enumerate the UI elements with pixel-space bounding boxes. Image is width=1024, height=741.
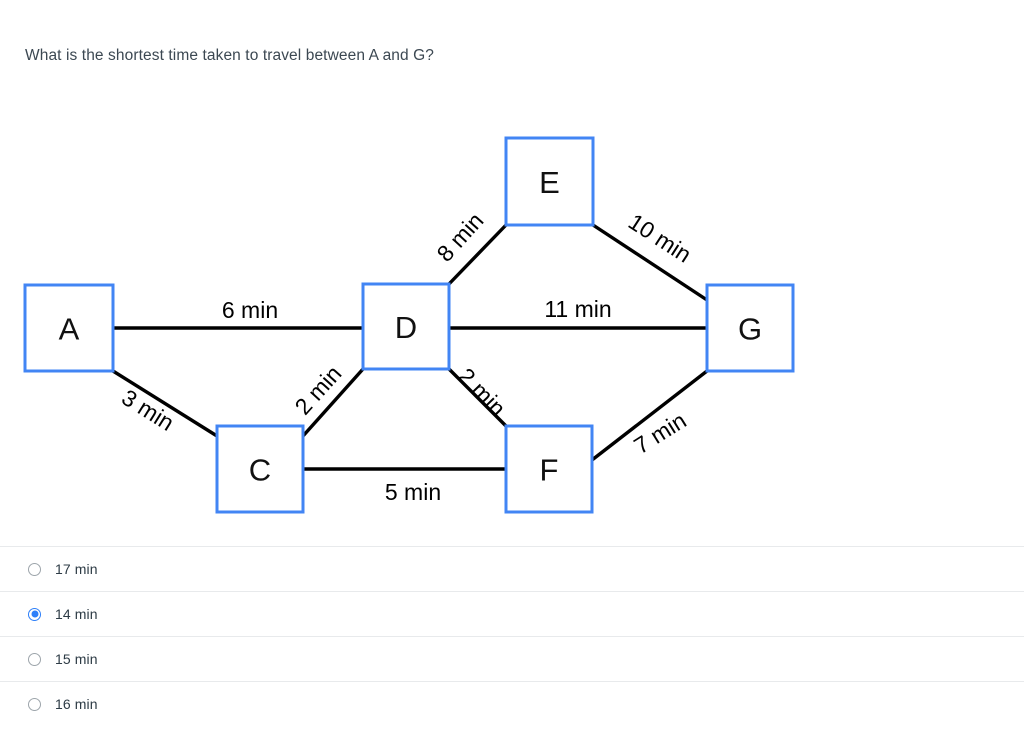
node-d: D	[361, 282, 451, 371]
answer-option-2[interactable]: 14 min	[0, 591, 1024, 636]
edge-f-g	[590, 369, 709, 462]
node-label-a: A	[59, 312, 80, 347]
radio-icon[interactable]	[28, 562, 41, 576]
answer-options-list: 17 min 14 min 15 min 16 min	[0, 546, 1024, 726]
node-box-d	[361, 282, 451, 371]
node-e: E	[504, 136, 595, 227]
edge-d-e	[447, 223, 508, 286]
node-box-f	[504, 424, 594, 514]
edge-e-g	[592, 223, 708, 302]
answer-option-label: 15 min	[55, 651, 98, 667]
node-label-c: C	[249, 453, 271, 488]
answer-option-4[interactable]: 16 min	[0, 681, 1024, 726]
edge-a-c	[112, 369, 218, 438]
answer-option-label: 16 min	[55, 696, 98, 712]
node-box-g	[705, 283, 795, 373]
node-label-d: D	[395, 310, 417, 345]
edge-label-e-g: 10 min	[624, 208, 696, 267]
answer-option-label: 17 min	[55, 561, 98, 577]
edges-layer	[112, 223, 709, 471]
node-f: F	[504, 424, 594, 514]
question-prompt: What is the shortest time taken to trave…	[25, 47, 435, 64]
edge-label-d-f: 2 min	[453, 363, 511, 422]
answer-option-3[interactable]: 15 min	[0, 636, 1024, 681]
node-label-f: F	[540, 453, 559, 488]
node-a: A	[23, 283, 115, 373]
node-g: G	[705, 283, 795, 373]
node-box-e	[504, 136, 595, 227]
nodes-layer: A C D E F G	[23, 136, 795, 514]
answer-option-label: 14 min	[55, 606, 98, 622]
edge-d-f	[447, 367, 508, 428]
radio-icon-selected[interactable]	[28, 607, 41, 621]
edge-c-d	[301, 367, 365, 438]
edge-label-d-g: 11 min	[544, 296, 611, 322]
edge-label-f-g: 7 min	[629, 407, 690, 459]
edge-label-c-f: 5 min	[385, 479, 441, 505]
node-box-a	[23, 283, 115, 373]
node-box-c	[215, 424, 305, 514]
node-label-g: G	[738, 312, 762, 347]
radio-icon[interactable]	[28, 697, 41, 711]
node-c: C	[215, 424, 305, 514]
edge-label-a-d: 6 min	[222, 297, 278, 323]
answer-option-1[interactable]: 17 min	[0, 546, 1024, 591]
node-label-e: E	[539, 165, 560, 200]
edge-label-d-e: 8 min	[432, 207, 489, 266]
radio-icon[interactable]	[28, 652, 41, 666]
edge-label-c-d: 2 min	[290, 360, 347, 419]
